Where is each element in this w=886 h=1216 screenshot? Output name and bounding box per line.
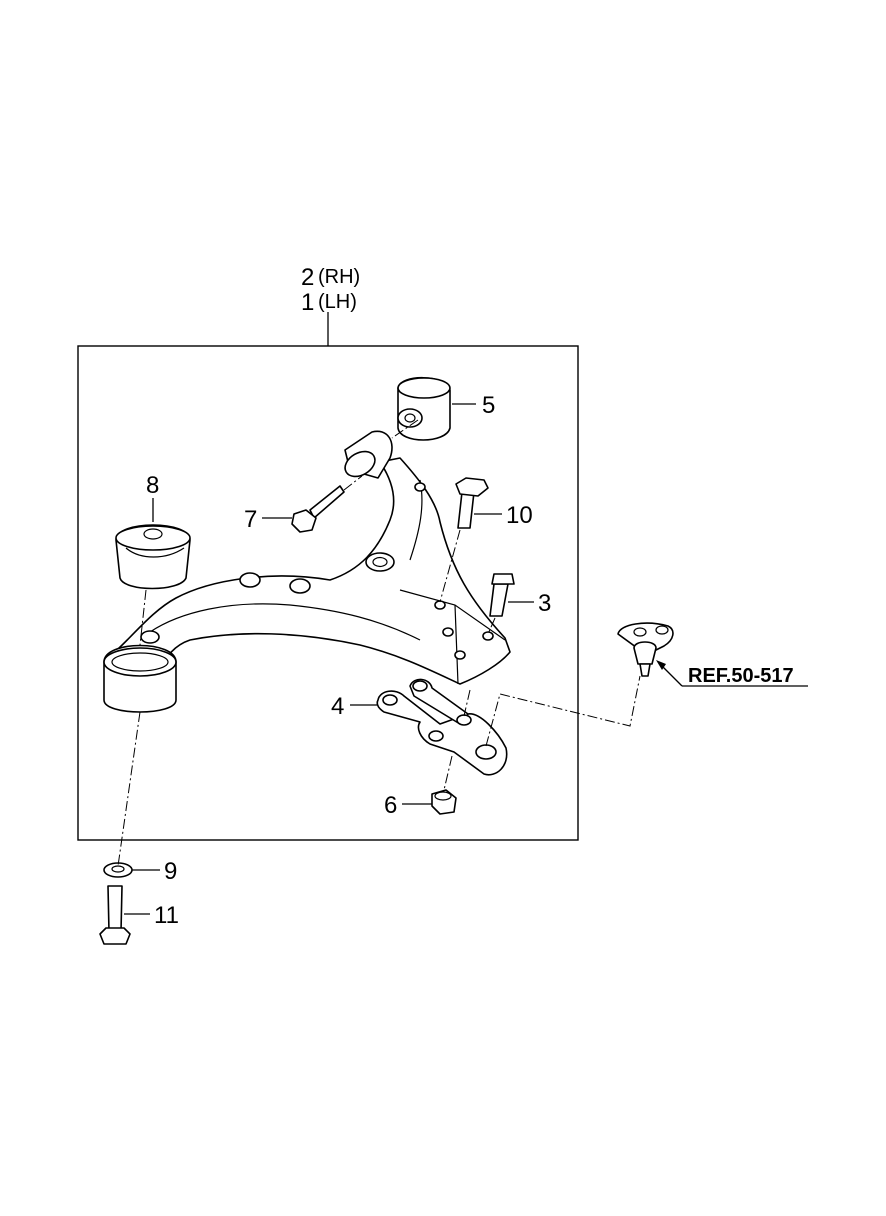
bracket-4-ball-seat — [475, 744, 497, 760]
dash-bolt-3 — [487, 617, 496, 635]
callout-11: 11 — [154, 902, 179, 929]
part-8-bushing: 8 — [115, 472, 191, 590]
callout-6: 6 — [384, 792, 397, 819]
part-5-bushing: 5 — [397, 377, 495, 441]
callout-1-tag: (LH) — [318, 291, 357, 313]
dash-bushing-5 — [391, 419, 419, 439]
callout-5: 5 — [482, 392, 495, 419]
arm-hole-large-inner — [372, 556, 388, 568]
nut-6-bore — [434, 791, 452, 801]
ball-joint-housing — [633, 641, 657, 665]
arm-hole-small — [414, 482, 426, 492]
assembly-bracket: 2 (RH) 1 (LH) — [77, 264, 579, 841]
callout-4: 4 — [331, 693, 344, 720]
bracket-4-hole-4 — [428, 730, 444, 742]
arm-hole-large — [365, 552, 395, 572]
ball-joint-flange — [617, 622, 674, 653]
callout-8: 8 — [146, 472, 159, 499]
rear-bushing-housing — [103, 644, 177, 713]
control-arm-body — [107, 457, 511, 685]
bolt-7-head — [291, 509, 317, 533]
bolt-7-shank — [309, 485, 345, 519]
arm-hole-1 — [239, 572, 261, 588]
bushing-5-top — [397, 377, 451, 399]
callout-9: 9 — [164, 858, 177, 885]
ref-arrow-head — [656, 660, 666, 670]
plate-hole-1 — [434, 600, 446, 610]
bolt-11-head — [99, 927, 131, 945]
ball-joint-hole-2 — [655, 625, 669, 635]
ref-arrow-line — [659, 663, 683, 687]
alignment-lines — [117, 419, 641, 867]
callout-2-number: 2 — [301, 264, 314, 291]
callout-7: 7 — [244, 506, 257, 533]
ref-label: REF.50-517 — [688, 665, 794, 687]
dash-nut-6 — [443, 755, 453, 791]
bushing-5-hole — [404, 413, 416, 423]
housing-rim — [103, 647, 177, 677]
bushing-8-top — [115, 525, 191, 551]
washer-9-inner — [111, 865, 125, 873]
callout-2-tag: (RH) — [318, 266, 360, 288]
bolt-10-shank — [457, 491, 475, 529]
arm-hole-rear — [140, 630, 160, 644]
ball-joint-ref: REF.50-517 — [617, 622, 808, 687]
bushing-5-face — [397, 408, 423, 428]
bracket-4-hole-1 — [382, 694, 398, 706]
tube-opening — [344, 450, 376, 478]
plate-hole-3 — [482, 631, 494, 641]
callout-10: 10 — [506, 502, 533, 529]
plate-hole-2 — [442, 627, 454, 637]
dash-bushing-8 — [139, 589, 147, 646]
ball-joint-hole-1 — [633, 627, 647, 637]
bushing-8-seam — [125, 547, 185, 558]
part-10-bolt: 10 — [455, 477, 533, 529]
bolt-3-head — [491, 573, 515, 585]
bracket-4-hole-3 — [456, 714, 472, 726]
housing-bore — [111, 652, 169, 672]
bolt-10-head — [455, 477, 489, 497]
part-9-washer: 9 — [103, 858, 177, 885]
control-arm-plate-side — [454, 604, 459, 685]
ball-joint-stud — [639, 663, 651, 677]
callout-3: 3 — [538, 590, 551, 617]
bushing-8-hole — [143, 528, 163, 540]
nut-6-body — [431, 789, 457, 815]
part-7-bolt: 7 — [244, 485, 345, 533]
bolt-11-shank — [107, 885, 123, 933]
bracket-4-hole-2 — [412, 680, 428, 692]
bolt-3-shank — [489, 583, 509, 617]
lower-control-arm — [107, 457, 511, 685]
arm-hole-2 — [289, 578, 311, 594]
control-arm-rib — [149, 603, 421, 641]
plate-hole-4 — [454, 650, 466, 660]
part-3-bolt: 3 — [489, 573, 551, 617]
part-11-bolt: 11 — [99, 885, 179, 945]
part-4-bracket: 4 — [331, 678, 508, 776]
part-6-nut: 6 — [384, 789, 457, 819]
dash-plate-bracket — [463, 689, 471, 717]
front-bushing-tube — [344, 430, 393, 479]
dash-bolt-11 — [117, 711, 141, 867]
dash-bolt-10 — [439, 529, 461, 603]
callout-1-number: 1 — [301, 289, 314, 316]
dash-ball-joint — [485, 675, 641, 747]
dash-bolt-7 — [343, 475, 363, 491]
washer-9-outer — [103, 862, 133, 878]
